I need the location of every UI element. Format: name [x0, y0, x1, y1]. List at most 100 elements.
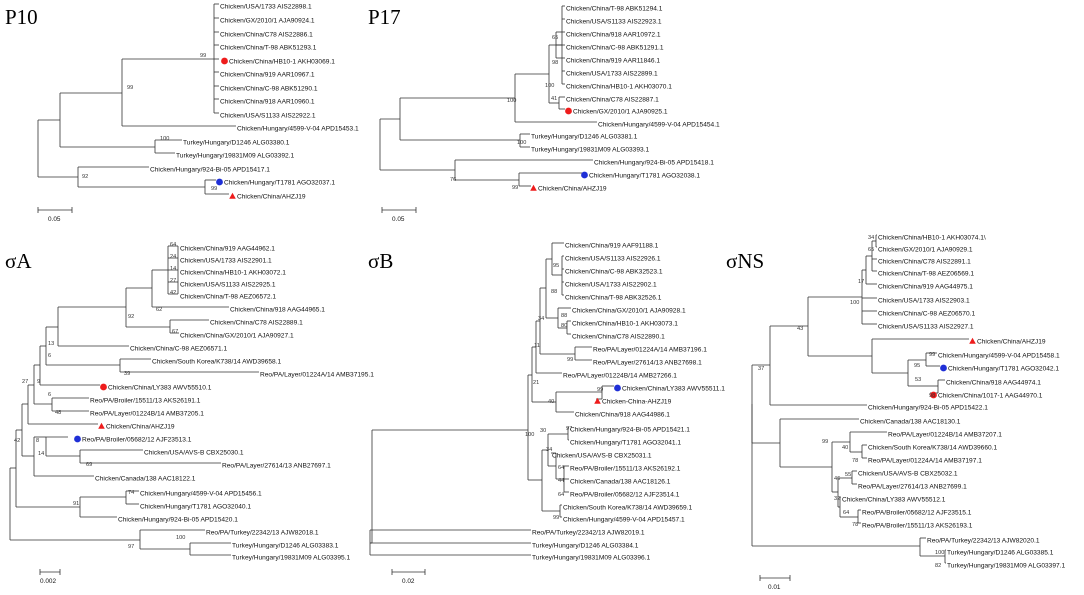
tree-branches-p17	[379, 5, 597, 213]
taxon-labels-p17: Chicken/China/T-98 ABK51294.1Chicken/USA…	[530, 5, 720, 192]
bootstrap-value: 100	[850, 300, 859, 306]
taxon-label: Chicken/USA/AVS-B CBX25030.1	[144, 449, 244, 456]
bootstrap-value: 91	[73, 501, 79, 507]
taxon-label: Chicken/GX/2010/1 AJA90929.1	[878, 246, 973, 253]
red-triangle-marker-icon	[98, 422, 105, 429]
taxon-label: Turkey/Hungary/D1246 ALG03381.1	[531, 133, 638, 140]
bootstrap-value: 6	[48, 392, 51, 398]
taxon-label: Chicken/Hungary/4599-V-04 APD15456.1	[140, 490, 262, 497]
taxon-label: Chicken/China/HB10-1 AKH03072.1	[180, 269, 286, 276]
scale-label-p17: 0.05	[392, 216, 405, 223]
taxon-label: Chicken/China/918 AAG44974.1	[946, 379, 1041, 386]
taxon-label: Chicken/China/LY383 AWV55511.1	[622, 385, 725, 392]
taxon-label: Chicken/China/C-98 ABK51290.1	[220, 85, 318, 92]
taxon-label: Chicken/South Korea/K738/14 AWD39659.1	[563, 504, 692, 511]
bootstrap-value: 99	[553, 515, 559, 521]
bootstrap-value: 43	[797, 326, 803, 332]
blue-circle-marker-icon	[74, 435, 81, 443]
red-circle-marker-icon	[565, 107, 572, 115]
bootstrap-value: 42	[14, 438, 20, 444]
bootstrap-value: 97	[566, 426, 572, 432]
bootstrap-value: 100	[160, 136, 169, 142]
taxon-label: Turkey/Hungary/D1246 ALG03380.1	[183, 139, 290, 146]
taxon-labels-p10: Chicken/USA/1733 AIS22898.1Chicken/GX/20…	[150, 3, 359, 200]
bootstrap-value: 76	[450, 177, 456, 183]
taxon-label: Chicken/China/T-98 ABK51294.1	[566, 5, 663, 12]
taxon-label: Chicken/Hungary/4599-V-04 APD15458.1	[938, 352, 1060, 359]
taxon-label: Chicken/USA/S1133 AIS22923.1	[566, 18, 662, 25]
red-triangle-marker-icon	[969, 337, 976, 344]
taxon-label: Chicken/Canada/138 AAC18130.1	[860, 418, 961, 425]
bootstrap-value: 30	[540, 428, 546, 434]
taxon-label: Chicken/Hungary/924-Bi-05 APD15418.1	[594, 159, 714, 166]
taxon-label: Reo/PA/Layer/27614/13 ANB27699.1	[858, 483, 967, 490]
bootstrap-value: 100	[525, 432, 534, 438]
taxon-labels-sigma-ns: Chicken/China/HB10-1 AKH03074.1\Chicken/…	[842, 234, 1065, 569]
taxon-label: Chicken/China/C-98 ABK51291.1	[566, 44, 664, 51]
bootstrap-value: 24	[170, 254, 176, 260]
taxon-labels-sigma-b: Chicken/China/919 AAF91188.1Chicken/USA/…	[532, 242, 725, 561]
taxon-label: Chicken/China/GX/2010/1 AJA90928.1	[572, 307, 686, 314]
bootstrap-value: 99	[512, 185, 518, 191]
red-triangle-marker-icon	[229, 192, 236, 199]
taxon-label: Chicken/USA/1733 AIS22899.1	[566, 70, 658, 77]
bootstrap-value: 41	[551, 96, 557, 102]
taxon-label: Chicken/USA/S1133 AIS22926.1	[565, 255, 661, 262]
taxon-label: Chicken/Hungary/924-Bi-05 APD15421.1	[570, 426, 690, 433]
panel-title-sigma-b: σB	[368, 249, 393, 273]
blue-circle-marker-icon	[940, 364, 947, 372]
taxon-label: Reo/PA/Layer/01224A/14 AMB37196.1	[593, 346, 707, 353]
taxon-label: Chicken/USA/1733 AIS22903.1	[878, 297, 970, 304]
bootstrap-value: 65	[552, 35, 558, 41]
tree-branches-sigma-b	[369, 242, 614, 575]
taxon-label: Chicken/South Korea/K738/14 AWD39658.1	[152, 358, 281, 365]
taxon-label: Turkey/Hungary/19831M09 ALG03395.1	[232, 554, 350, 561]
taxon-label: Chicken/USA/AVS-B CBX25031.1	[552, 452, 652, 459]
taxon-label: Chicken/China/T-98 ABK32526.1	[565, 294, 662, 301]
taxon-label: Reo/PA/Broiler/15511/13 AKS26191.1	[90, 397, 201, 404]
taxon-label: Reo/PA/Layer/01224B/14 AMB27266.1	[563, 372, 677, 379]
bootstrap-value: 64	[843, 510, 849, 516]
tree-branches-sigma-a	[9, 245, 259, 575]
taxon-label: Chicken/China/T-98 AEZ06572.1	[180, 293, 276, 300]
bootstrap-value: 99	[211, 186, 217, 192]
bootstrap-value: 64	[558, 492, 564, 498]
bootstrap-value: 27	[22, 379, 28, 385]
bootstrap-value: 53	[915, 377, 921, 383]
bootstrap-value: 78	[852, 522, 858, 528]
bootstrap-value: 100	[517, 140, 526, 146]
taxon-label: Chicken/China/C-98 AEZ06571.1	[130, 345, 227, 352]
taxon-label: Reo/PA/Layer/01224B/14 AMB37207.1	[888, 431, 1002, 438]
taxon-label: Reo/PA/Broiler/15511/13 AKS26192.1	[570, 465, 681, 472]
bootstrap-value: 9	[37, 379, 40, 385]
bootstrap-value: 42	[170, 290, 176, 296]
bootstrap-value: 99	[200, 53, 206, 59]
bootstrap-value: 99	[567, 357, 573, 363]
bootstrap-value: 97	[128, 544, 134, 550]
taxon-label: Chicken/China/918 AAG44986.1	[575, 411, 670, 418]
taxon-label: Chicken-China-AHZJ19	[602, 398, 672, 405]
bootstrap-value: 100	[176, 535, 185, 541]
panel-p10: P10	[5, 3, 359, 223]
taxon-label: Chicken/Hungary/924-Bi-05 APD15420.1	[118, 516, 238, 523]
panel-title-p10: P10	[5, 5, 38, 29]
bootstrap-value: 17	[858, 279, 864, 285]
bootstrap-value: 92	[128, 314, 134, 320]
taxon-label: Chicken/China/918 AAR10972.1	[566, 31, 661, 38]
taxon-label: Chicken/Hungary/T1781 AGO32038.1	[589, 172, 700, 179]
taxon-label: Chicken/China/LY383 AWV55512.1	[842, 496, 946, 503]
bootstrap-value: 34	[546, 447, 552, 453]
taxon-label: Chicken/Hungary/924-Bi-05 APD15422.1	[868, 404, 988, 411]
taxon-label: Chicken/USA/1733 AIS22902.1	[565, 281, 657, 288]
bootstrap-value: 27	[170, 278, 176, 284]
bootstrap-values-sigma-ns: 3465171004399959853379940785546326478100…	[758, 235, 944, 569]
tree-branches-p10	[37, 3, 236, 213]
taxon-label: Chicken/China/T-98 AEZ06569.1	[878, 270, 974, 277]
bootstrap-value: 8	[36, 438, 39, 444]
taxon-label: Chicken/China/919 AAF91188.1	[565, 242, 659, 249]
taxon-label: Chicken/China/919 AAG44962.1	[180, 245, 275, 252]
panel-sigma-ns: σNS	[726, 234, 1065, 591]
bootstrap-value: 34	[868, 235, 874, 241]
